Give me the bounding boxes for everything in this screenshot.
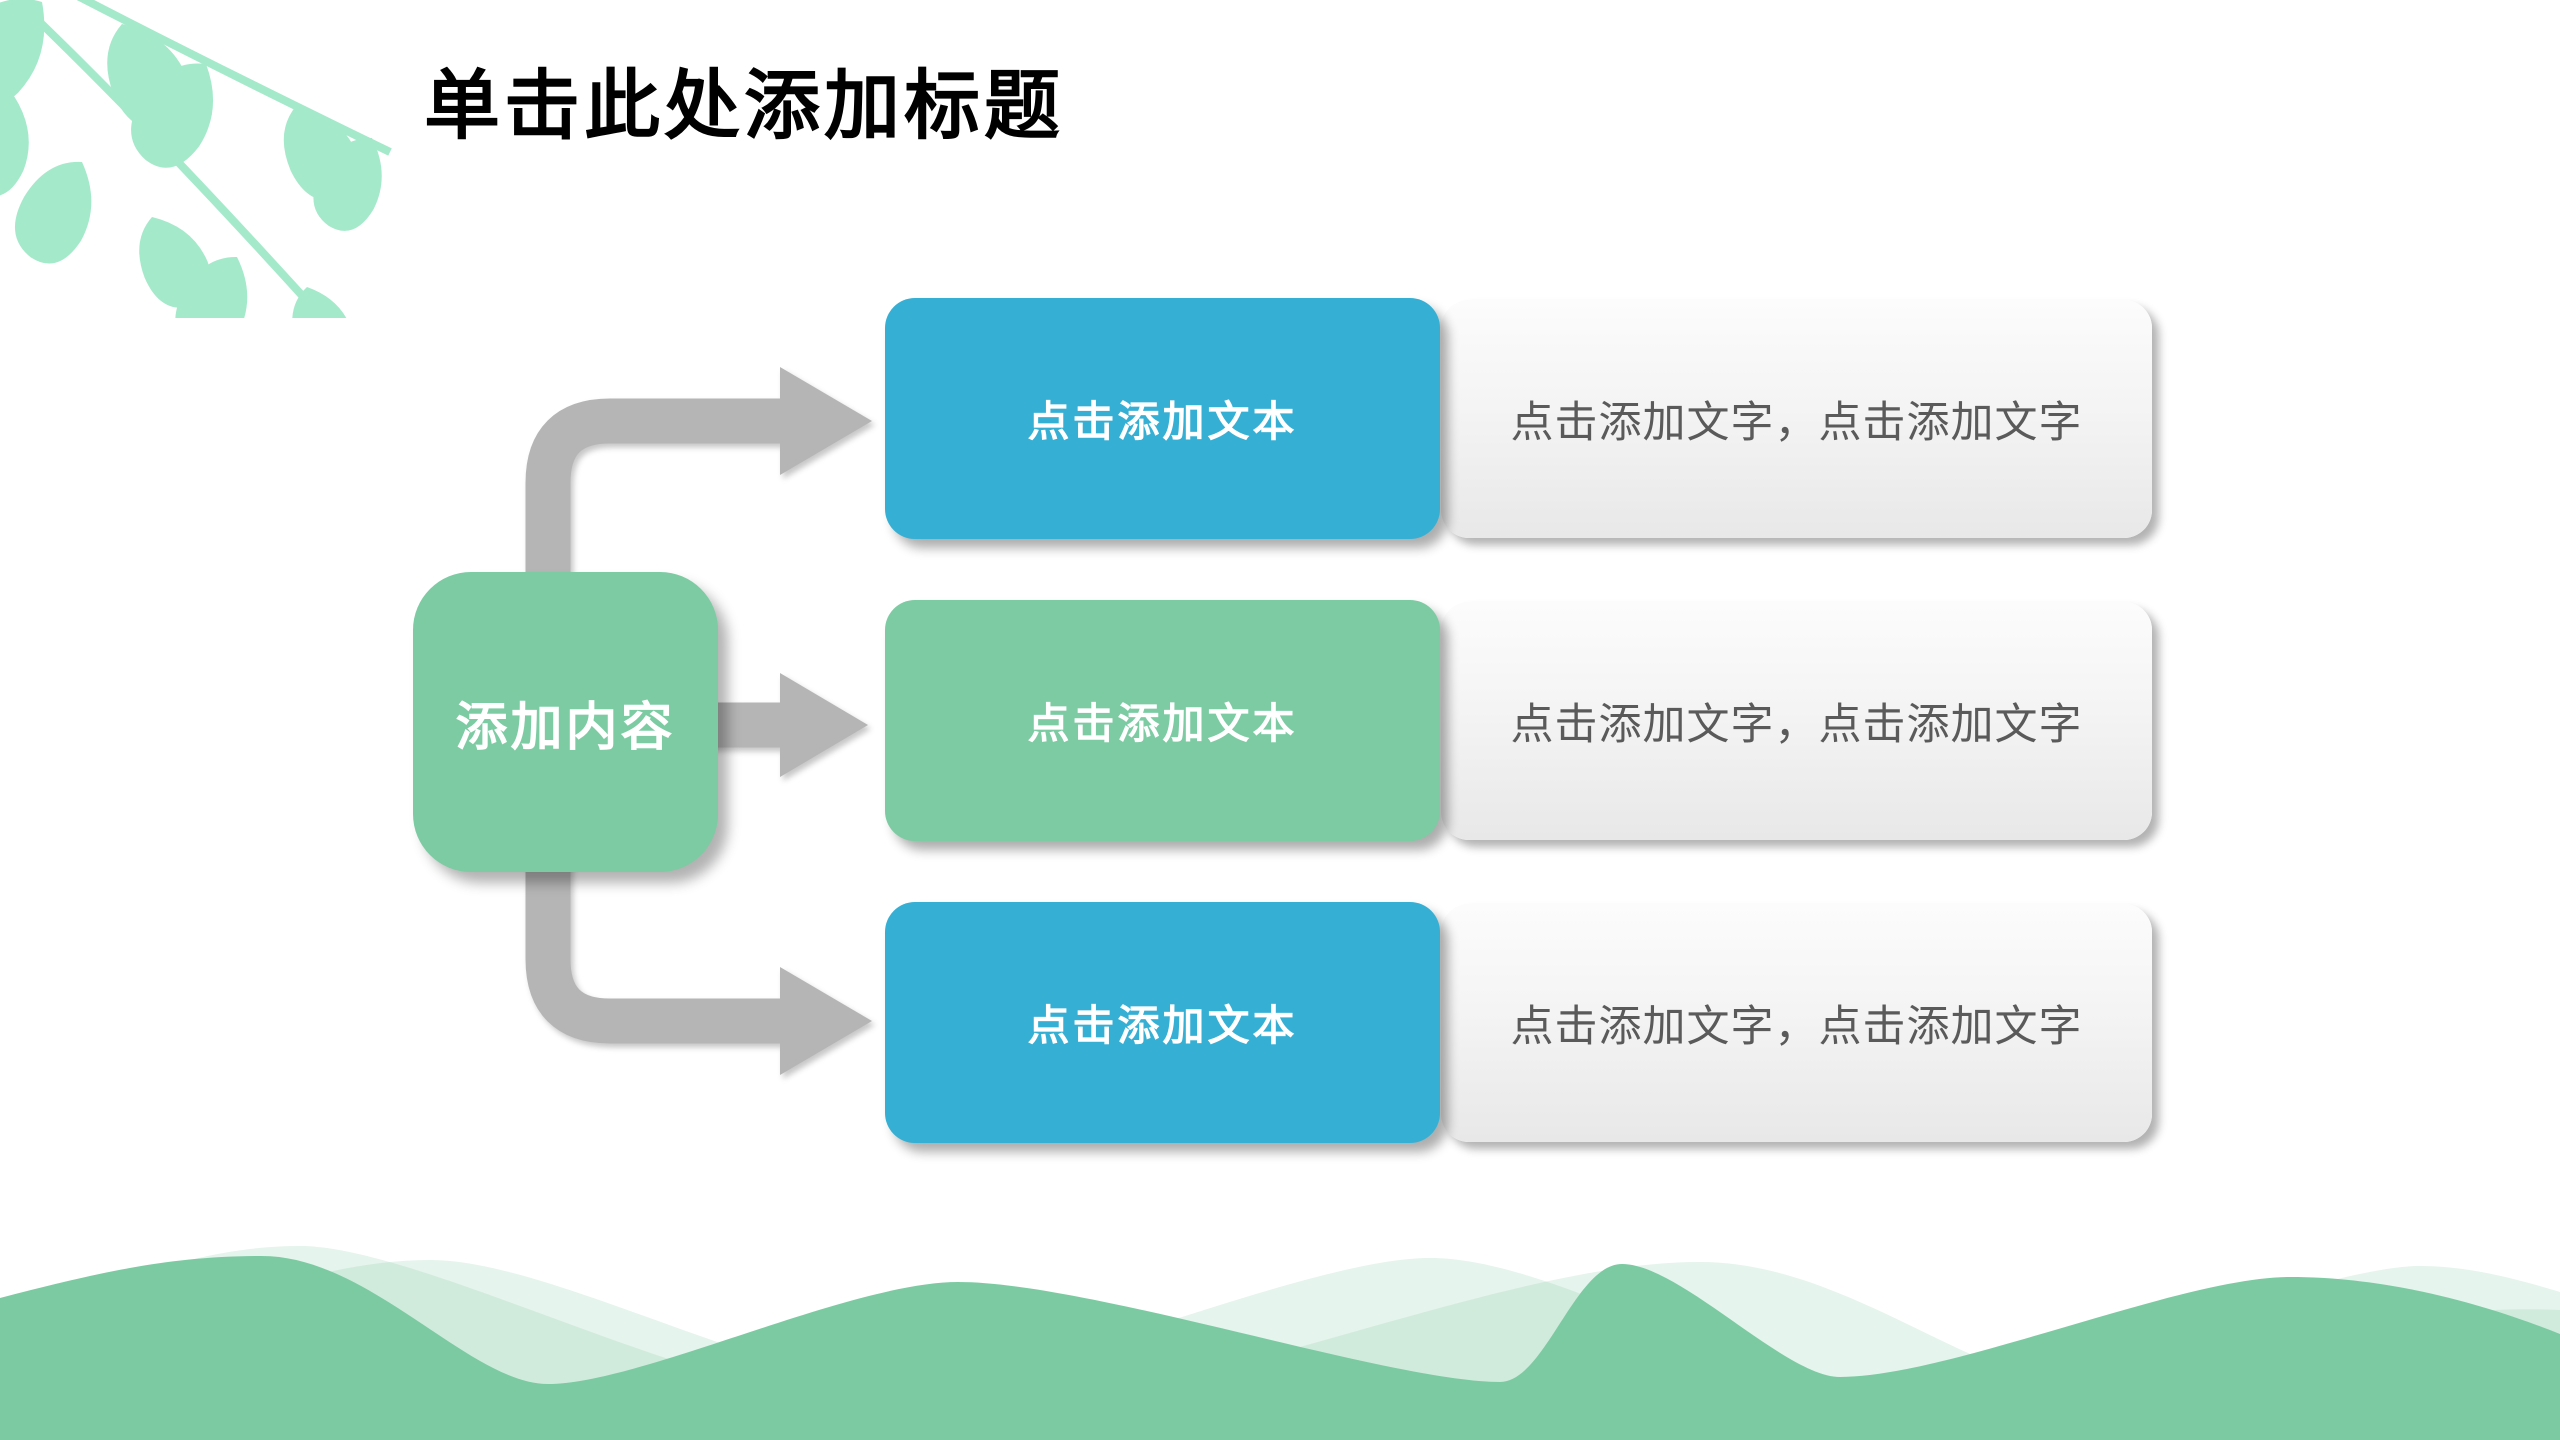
placeholder-label-3: 点击添加文本	[1027, 1002, 1298, 1049]
placeholder-label-2: 点击添加文本	[1027, 700, 1298, 747]
arrow-to-row-1-icon	[525, 367, 872, 660]
description-box-2[interactable]: 点击添加文字，点击添加文字	[1441, 602, 2152, 840]
description-box-3[interactable]: 点击添加文字，点击添加文字	[1441, 904, 2152, 1142]
slide-title[interactable]: 单击此处添加标题	[424, 64, 1064, 149]
description-box-1[interactable]: 点击添加文字，点击添加文字	[1441, 300, 2152, 538]
text-placeholder-box-2[interactable]: 点击添加文本	[885, 600, 1440, 841]
text-placeholder-box-1[interactable]: 点击添加文本	[885, 298, 1440, 539]
center-content-label: 添加内容	[455, 698, 676, 757]
description-text-3: 点击添加文字，点击添加文字	[1510, 1003, 2083, 1051]
center-content-box[interactable]: 添加内容	[413, 572, 718, 872]
text-placeholder-box-3[interactable]: 点击添加文本	[885, 902, 1440, 1143]
leaf-branch-icon	[0, 0, 395, 318]
placeholder-label-1: 点击添加文本	[1027, 398, 1298, 445]
arrow-to-row-3-icon	[525, 830, 872, 1075]
description-text-1: 点击添加文字，点击添加文字	[1510, 399, 2083, 447]
description-text-2: 点击添加文字，点击添加文字	[1510, 701, 2083, 749]
